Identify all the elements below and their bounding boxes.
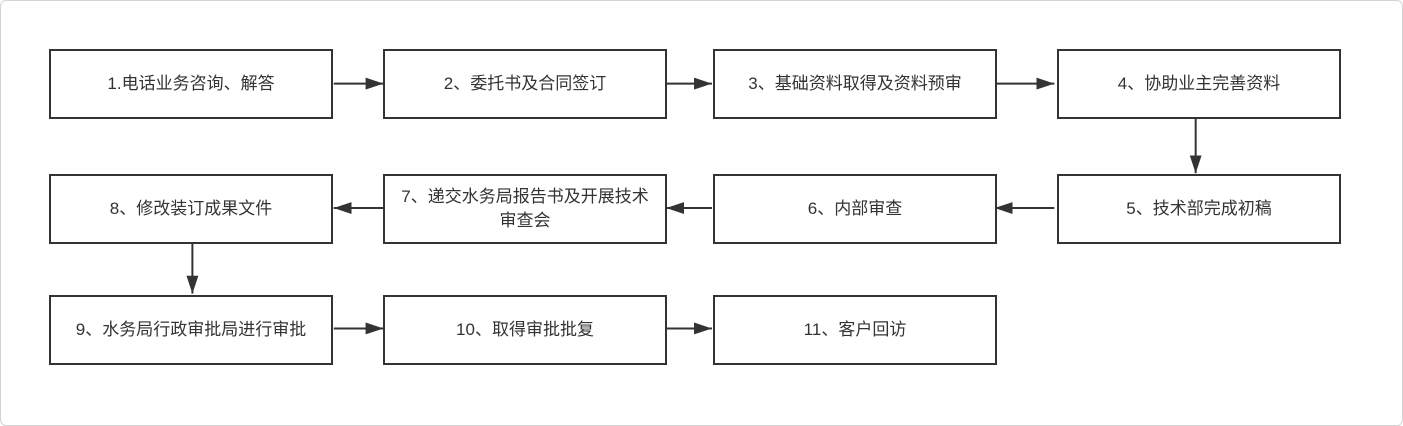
flow-node-10: 10、取得审批批复 [383,295,667,365]
flow-node-1: 1.电话业务咨询、解答 [49,49,333,119]
flow-node-11: 11、客户回访 [713,295,997,365]
flow-node-4: 4、协助业主完善资料 [1057,49,1341,119]
flow-node-5: 5、技术部完成初稿 [1057,174,1341,244]
flow-node-9: 9、水务局行政审批局进行审批 [49,295,333,365]
flow-node-7: 7、递交水务局报告书及开展技术 审查会 [383,174,667,244]
flow-node-3: 3、基础资料取得及资料预审 [713,49,997,119]
flow-node-2: 2、委托书及合同签订 [383,49,667,119]
flow-node-6: 6、内部审查 [713,174,997,244]
flow-node-8: 8、修改装订成果文件 [49,174,333,244]
